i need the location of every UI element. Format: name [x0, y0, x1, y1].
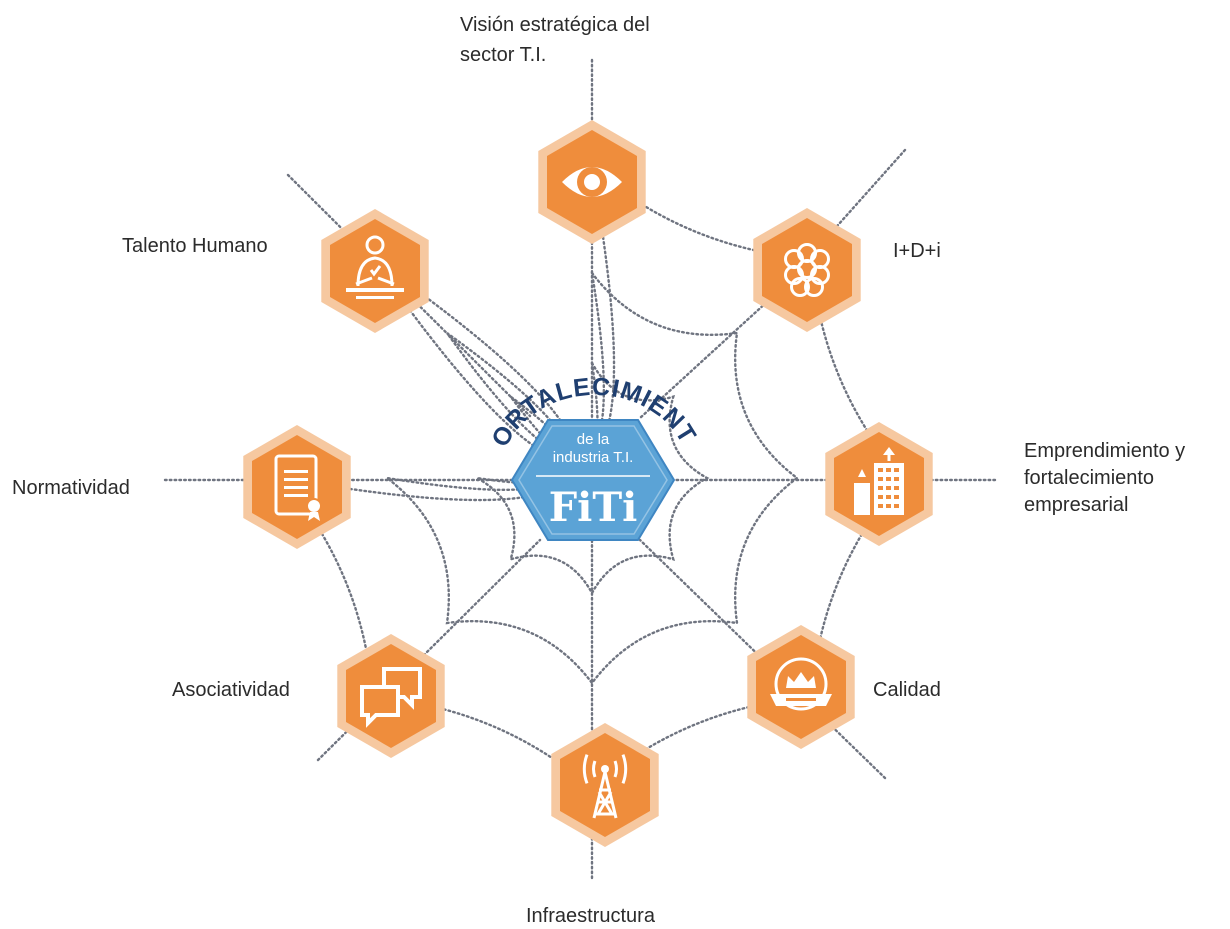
node-calidad	[742, 624, 860, 750]
web-ring	[386, 271, 799, 685]
icon-glyph	[770, 657, 832, 711]
node-infraestructura	[546, 722, 664, 848]
label-idi: I+D+i	[893, 240, 941, 262]
hex-inner	[762, 218, 852, 322]
icon-glyph	[582, 754, 628, 819]
molecule-cluster-icon	[753, 208, 861, 332]
label-talento: Talento Humano	[122, 235, 268, 257]
person-at-desk-icon	[321, 209, 429, 333]
node-normatividad	[238, 424, 356, 550]
buildings-icon	[825, 422, 933, 546]
label-calidad: Calidad	[873, 679, 941, 701]
eye-icon	[538, 120, 646, 244]
label-vision: Visión estratégica del sector T.I.	[460, 10, 690, 70]
center-line2: industria T.I.	[553, 449, 634, 466]
node-asociatividad	[332, 633, 450, 759]
hex-inner	[560, 733, 650, 837]
center-logo: FiTi	[549, 484, 638, 531]
center-hexagon-inner	[518, 425, 668, 535]
icon-glyph	[854, 447, 904, 515]
icon-glyph	[346, 235, 404, 299]
node-emprendimiento	[820, 421, 938, 547]
center-line1: de la	[577, 431, 610, 448]
antenna-tower-icon	[551, 723, 659, 847]
label-infraestructura: Infraestructura	[526, 905, 655, 927]
center-hexagon	[510, 419, 676, 541]
center-badge: FORTALECIMIENTO de la industria T.I. FiT…	[478, 368, 701, 541]
label-emprendimiento: Emprendimiento y fortalecimiento empresa…	[1024, 440, 1186, 516]
quality-seal-icon	[747, 625, 855, 749]
node-vision	[533, 119, 651, 245]
label-vision-text: Visión estratégica del sector T.I.	[460, 14, 650, 66]
label-normatividad: Normatividad	[12, 477, 130, 499]
icon-glyph	[274, 454, 322, 521]
node-talento	[316, 208, 434, 334]
icon-glyph	[360, 667, 422, 728]
node-idi	[748, 207, 866, 333]
certificate-icon	[243, 425, 351, 549]
icon-glyph	[562, 167, 622, 197]
chat-bubbles-icon	[337, 634, 445, 758]
web-ring	[476, 361, 710, 596]
icon-glyph	[784, 243, 830, 297]
label-asociatividad: Asociatividad	[172, 679, 290, 701]
